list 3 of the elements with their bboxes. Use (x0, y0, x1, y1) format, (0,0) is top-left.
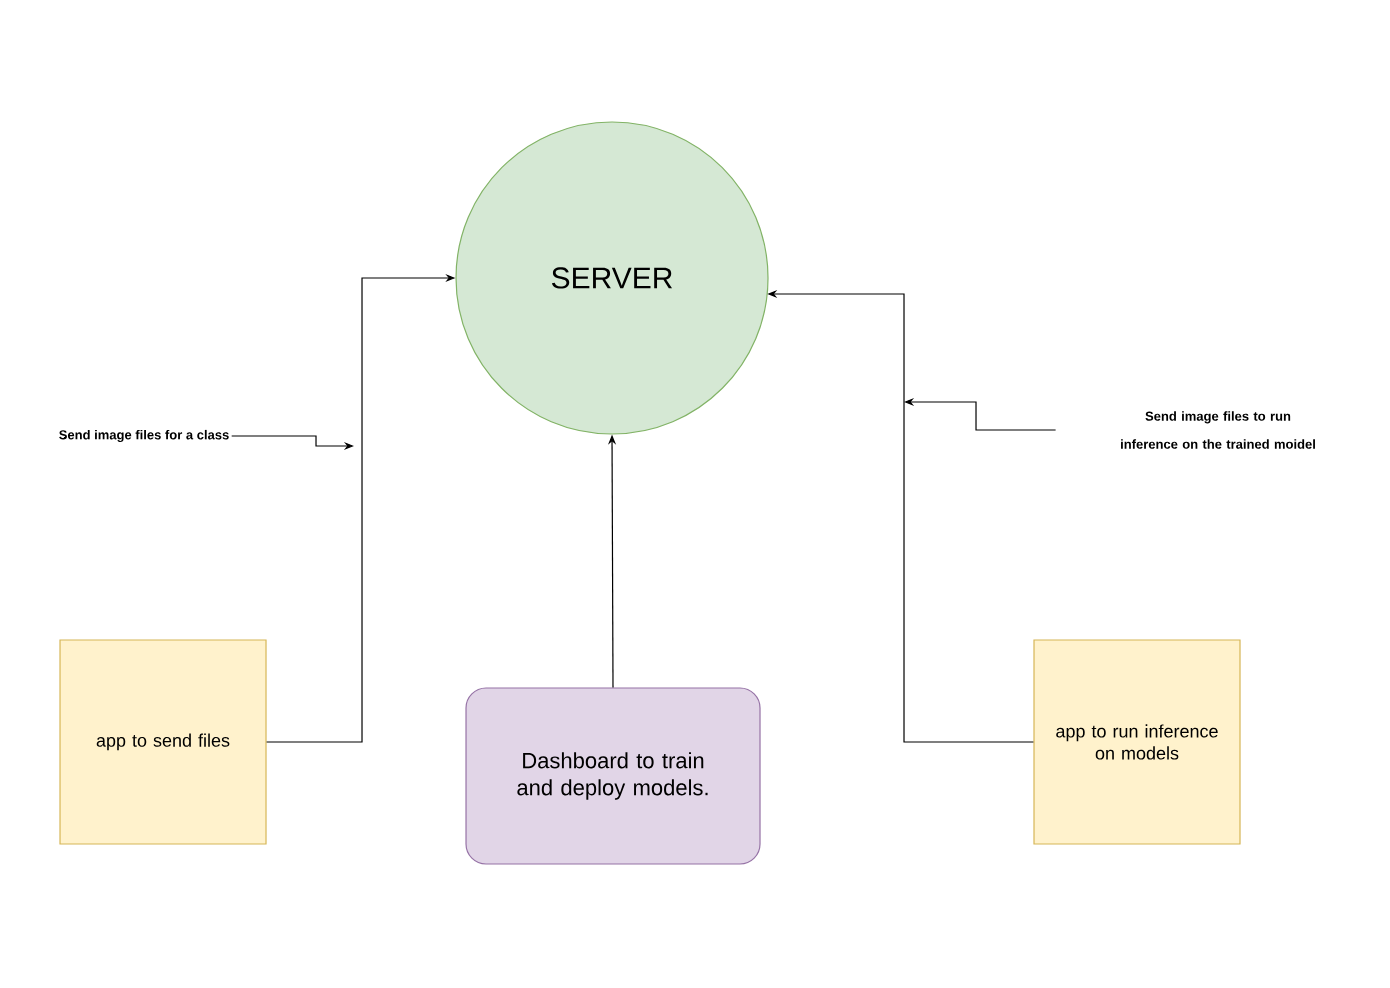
app-box: app to run inference on models (1033, 639, 1241, 845)
app-box: app to send files (59, 639, 267, 845)
dashboard-box: Dashboard to train and deploy models. (465, 687, 761, 865)
